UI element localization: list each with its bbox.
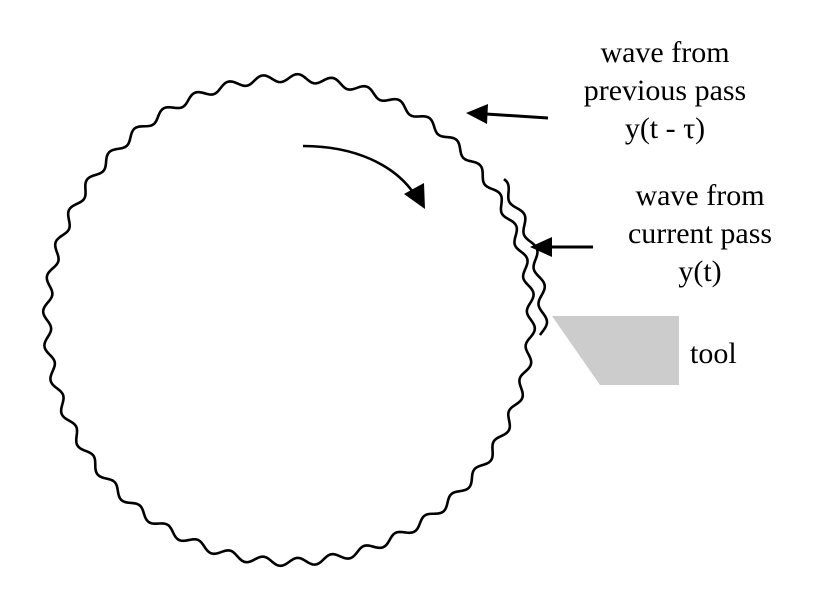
current-pass-pointer-arrowhead [530, 237, 552, 257]
rotation-arrow-curve [302, 144, 417, 196]
previous-pass-pointer-line [485, 112, 549, 120]
previous-pass-label: wave from previous pass y(t - τ) [545, 34, 785, 148]
workpiece-wavy-circle [41, 72, 537, 568]
current-pass-label: wave from current pass y(t) [590, 177, 810, 291]
previous-pass-label-line2: previous pass [583, 74, 747, 107]
previous-pass-label-line3: y(t - τ) [624, 112, 706, 145]
rotation-arrowhead [404, 183, 425, 209]
current-pass-label-line2: current pass [627, 217, 773, 250]
tool-shape [552, 316, 679, 385]
current-pass-label-line1: wave from [635, 179, 765, 212]
previous-pass-label-line1: wave from [600, 36, 730, 69]
tool-label-text: tool [690, 337, 737, 370]
tool-label: tool [690, 335, 770, 373]
current-pass-wave-line [503, 178, 549, 336]
current-pass-label-line3: y(t) [678, 255, 722, 288]
previous-pass-pointer-arrowhead [466, 104, 488, 124]
